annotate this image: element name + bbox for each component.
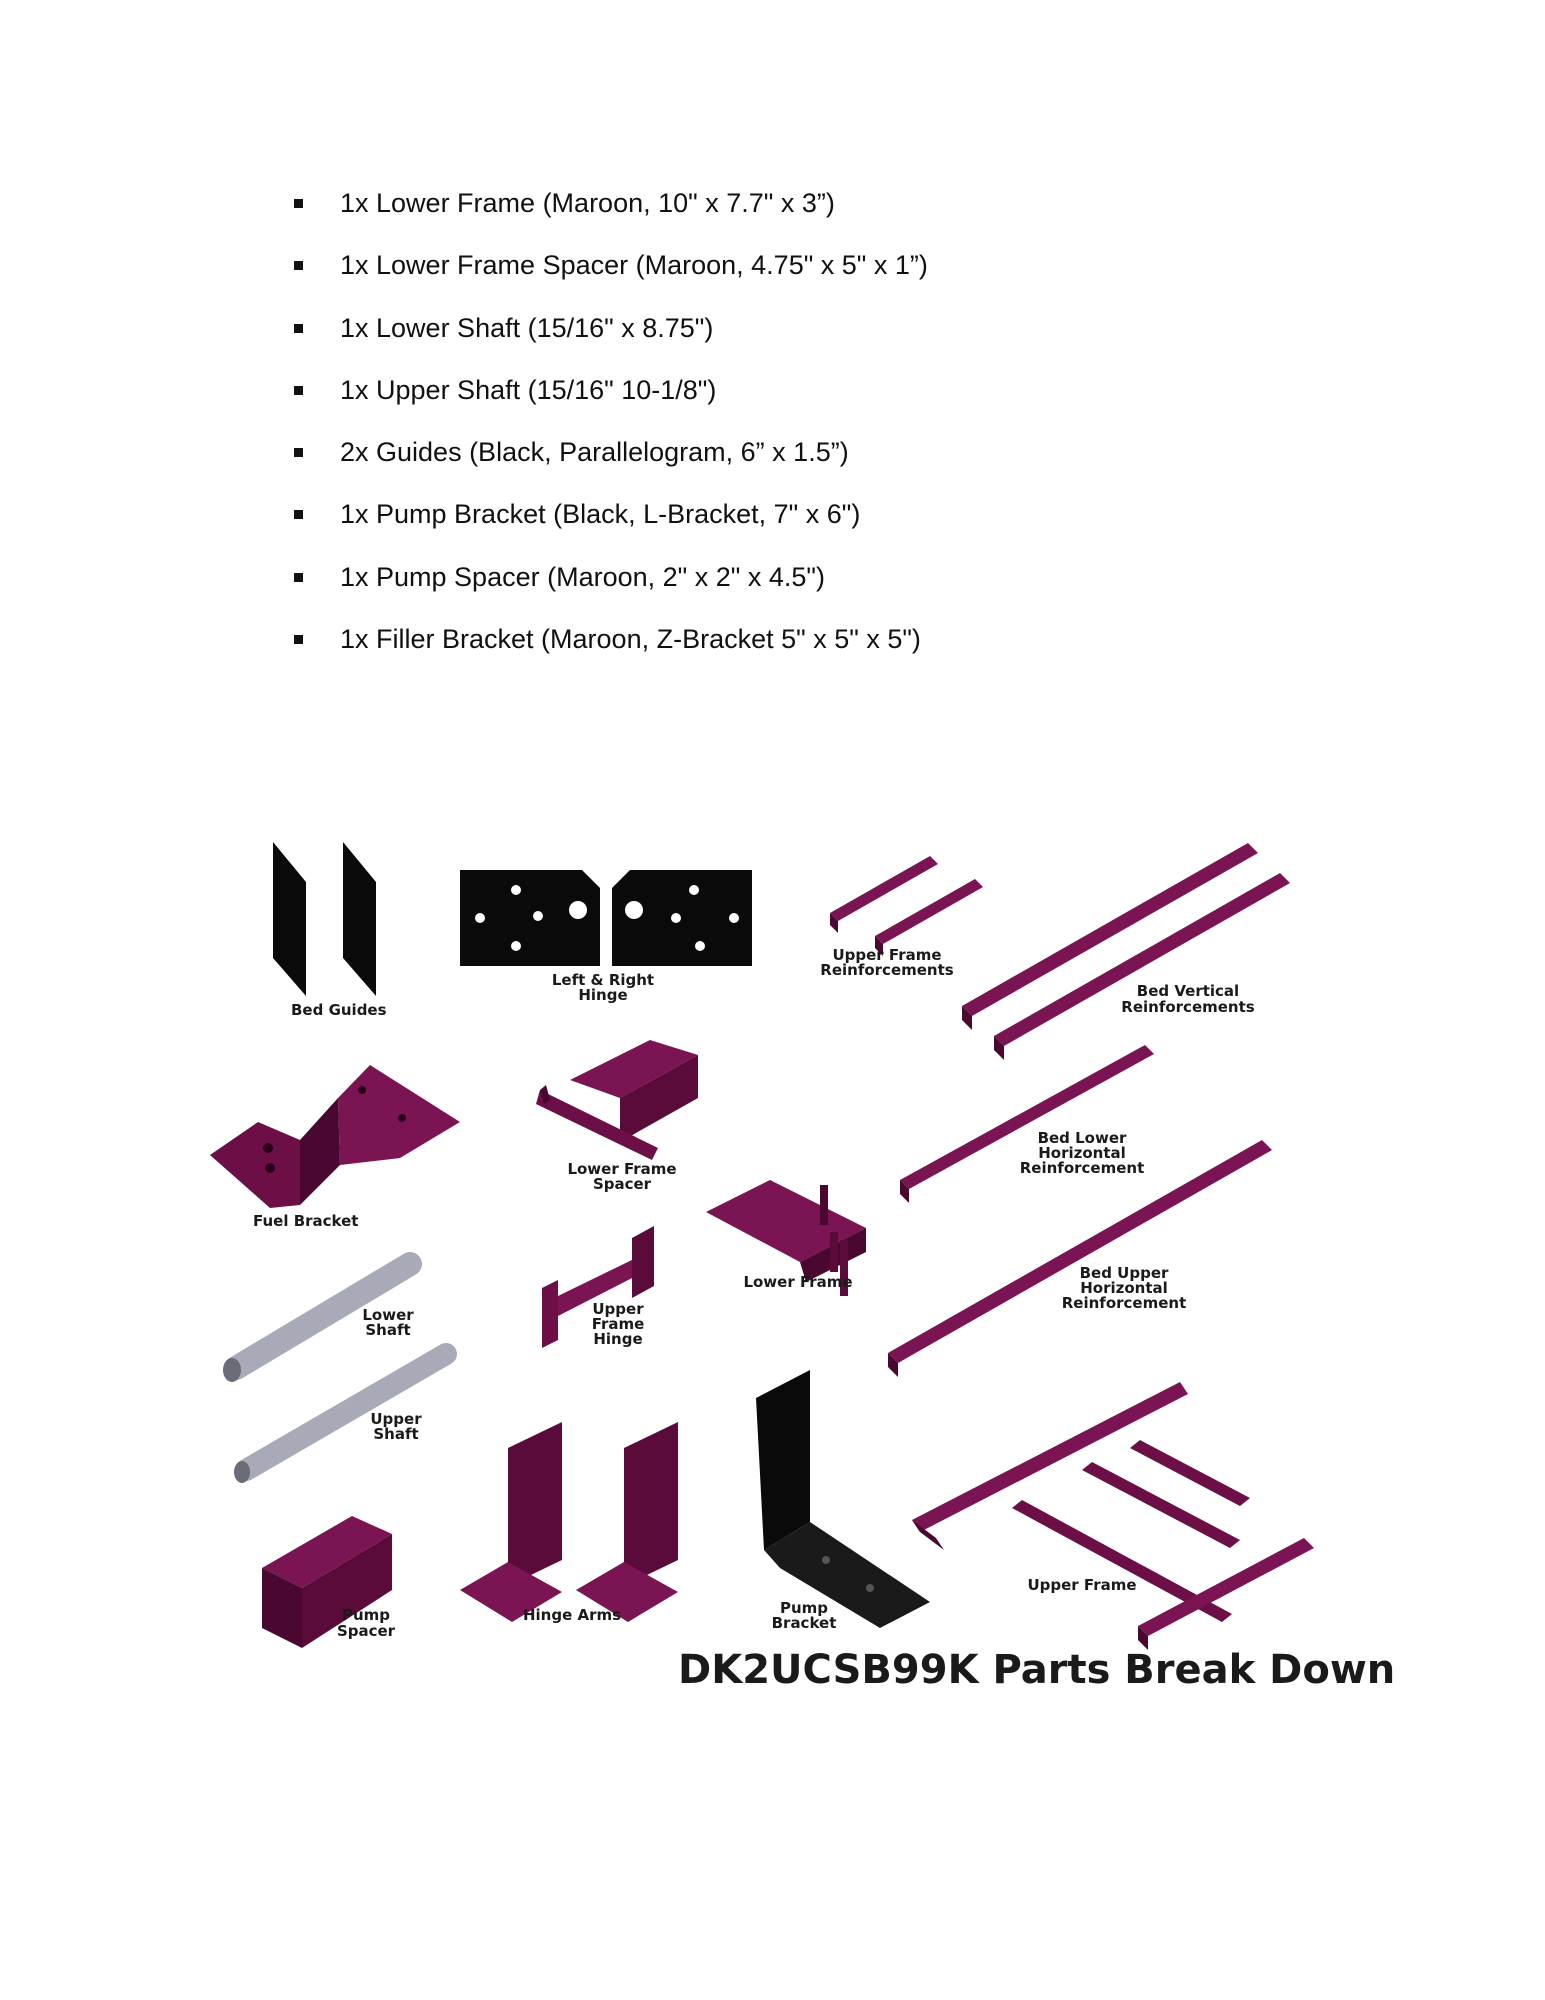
label-bed-upper-line2: Horizontal bbox=[1080, 1279, 1168, 1297]
label-upper-frame-hinge-line1: Upper bbox=[592, 1300, 644, 1318]
label-pump-bracket-line2: Bracket bbox=[772, 1614, 837, 1632]
label-lower-frame-spacer-line2: Spacer bbox=[593, 1175, 652, 1193]
list-item: 1x Filler Bracket (Maroon, Z-Bracket 5" … bbox=[290, 619, 928, 681]
label-bed-upper-line1: Bed Upper bbox=[1080, 1264, 1169, 1282]
label-hinge-arms: Hinge Arms bbox=[523, 1606, 621, 1624]
parts-list: 1x Lower Frame (Maroon, 10" x 7.7" x 3”)… bbox=[290, 183, 928, 681]
list-item: 1x Upper Shaft (15/16" 10-1/8") bbox=[290, 370, 928, 432]
list-item: 1x Pump Spacer (Maroon, 2" x 2" x 4.5") bbox=[290, 557, 928, 619]
label-hinge-line2: Hinge bbox=[578, 986, 627, 1004]
label-bed-upper-line3: Reinforcement bbox=[1062, 1294, 1187, 1312]
label-pump-bracket-line1: Pump bbox=[780, 1599, 828, 1617]
upper-shaft-part bbox=[234, 1343, 457, 1483]
bed-upper-horizontal-reinforcement-part bbox=[888, 1140, 1272, 1377]
label-lower-frame-spacer-line1: Lower Frame bbox=[567, 1160, 676, 1178]
label-pump-spacer-line2: Spacer bbox=[337, 1622, 396, 1640]
bed-guides-part bbox=[273, 842, 376, 996]
label-bed-lower-line1: Bed Lower bbox=[1038, 1129, 1127, 1147]
lower-frame-part bbox=[706, 1180, 866, 1296]
label-bed-lower-line2: Horizontal bbox=[1038, 1144, 1126, 1162]
label-upper-frame-hinge-line2: Frame bbox=[592, 1315, 645, 1333]
label-bed-vertical-line2: Reinforcements bbox=[1121, 998, 1254, 1016]
label-bed-guides: Bed Guides bbox=[291, 1001, 387, 1019]
label-pump-spacer-line1: Pump bbox=[342, 1606, 390, 1624]
bed-lower-horizontal-reinforcement-part bbox=[900, 1045, 1154, 1203]
list-item: 2x Guides (Black, Parallelogram, 6” x 1.… bbox=[290, 432, 928, 494]
bed-vertical-reinforcements-part bbox=[962, 843, 1290, 1060]
lower-frame-spacer-part bbox=[536, 1040, 698, 1160]
label-upper-shaft-line2: Shaft bbox=[373, 1425, 418, 1443]
lower-shaft-part bbox=[223, 1252, 422, 1382]
list-item: 1x Lower Frame (Maroon, 10" x 7.7" x 3”) bbox=[290, 183, 928, 245]
label-bed-vertical-line1: Bed Vertical bbox=[1137, 982, 1239, 1000]
pump-bracket-part bbox=[756, 1370, 930, 1628]
upper-frame-hinge-part bbox=[542, 1226, 654, 1348]
label-upper-frame-reinforcements-line2: Reinforcements bbox=[820, 961, 953, 979]
list-item: 1x Lower Frame Spacer (Maroon, 4.75" x 5… bbox=[290, 245, 928, 307]
diagram-title: DK2UCSB99K Parts Break Down bbox=[678, 1647, 1395, 1693]
label-lower-frame: Lower Frame bbox=[743, 1273, 852, 1291]
upper-frame-reinforcements-part bbox=[830, 856, 983, 956]
label-bed-lower-line3: Reinforcement bbox=[1020, 1159, 1145, 1177]
upper-frame-part bbox=[912, 1382, 1314, 1650]
label-hinge-line1: Left & Right bbox=[552, 971, 654, 989]
pump-spacer-part bbox=[262, 1516, 392, 1648]
label-upper-frame-reinforcements-line1: Upper Frame bbox=[832, 946, 941, 964]
hinge-arms-part bbox=[460, 1422, 678, 1622]
fuel-bracket-part bbox=[210, 1065, 460, 1208]
list-item: 1x Lower Shaft (15/16" x 8.75") bbox=[290, 308, 928, 370]
hinge-plates-part bbox=[460, 870, 752, 966]
label-upper-frame: Upper Frame bbox=[1027, 1576, 1136, 1594]
label-upper-shaft-line1: Upper bbox=[370, 1410, 422, 1428]
label-upper-frame-hinge-line3: Hinge bbox=[593, 1330, 642, 1348]
label-fuel-bracket: Fuel Bracket bbox=[253, 1212, 358, 1230]
list-item: 1x Pump Bracket (Black, L-Bracket, 7" x … bbox=[290, 494, 928, 556]
label-lower-shaft-line2: Shaft bbox=[365, 1321, 410, 1339]
label-lower-shaft-line1: Lower bbox=[362, 1306, 414, 1324]
